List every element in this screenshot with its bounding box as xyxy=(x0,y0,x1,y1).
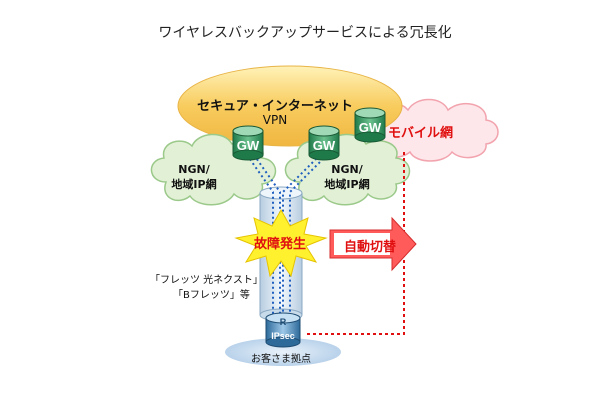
flets-next-label: 「フレッツ 光ネクスト」 xyxy=(150,275,263,286)
gateway-left: GW xyxy=(232,125,264,161)
gateway-left-label: GW xyxy=(237,138,260,153)
router-top-label: R xyxy=(280,317,287,327)
ngn-left-line2: 地域IP網 xyxy=(171,178,217,191)
gateway-center: GW xyxy=(308,125,340,161)
ngn-left-line1: NGN/ xyxy=(178,163,210,176)
gateway-center-label: GW xyxy=(313,138,336,153)
customer-site-label: お客さま拠点 xyxy=(251,354,311,365)
ipsec-router: R IPsec xyxy=(265,312,301,348)
router-ipsec-label: IPsec xyxy=(271,331,295,341)
vpn-label: VPN xyxy=(262,113,288,127)
backup-dotted-path xyxy=(307,152,405,335)
ngn-left-label: NGN/ 地域IP網 xyxy=(159,162,229,192)
mobile-network-label: モバイル網 xyxy=(388,126,454,141)
b-flets-label: 「Bフレッツ」等 xyxy=(173,290,250,301)
ngn-right-label: NGN/ 地域IP網 xyxy=(312,162,382,192)
auto-switch-label: 自動切替 xyxy=(343,240,396,255)
ngn-right-line1: NGN/ xyxy=(331,163,363,176)
secure-internet-label: セキュア・インターネット xyxy=(197,99,353,114)
gateway-mobile-label: GW xyxy=(359,120,382,135)
fault-burst xyxy=(234,208,328,278)
diagram-title: ワイヤレスバックアップサービスによる冗長化 xyxy=(158,25,452,41)
auto-switch-arrow xyxy=(329,216,417,272)
gateway-mobile: GW xyxy=(354,107,386,143)
secure-internet-ellipse xyxy=(177,65,403,147)
primary-dotted-links xyxy=(246,154,328,320)
fault-label: 故障発生 xyxy=(253,237,306,252)
ngn-right-line2: 地域IP網 xyxy=(324,178,370,191)
customer-site-base xyxy=(225,338,341,366)
